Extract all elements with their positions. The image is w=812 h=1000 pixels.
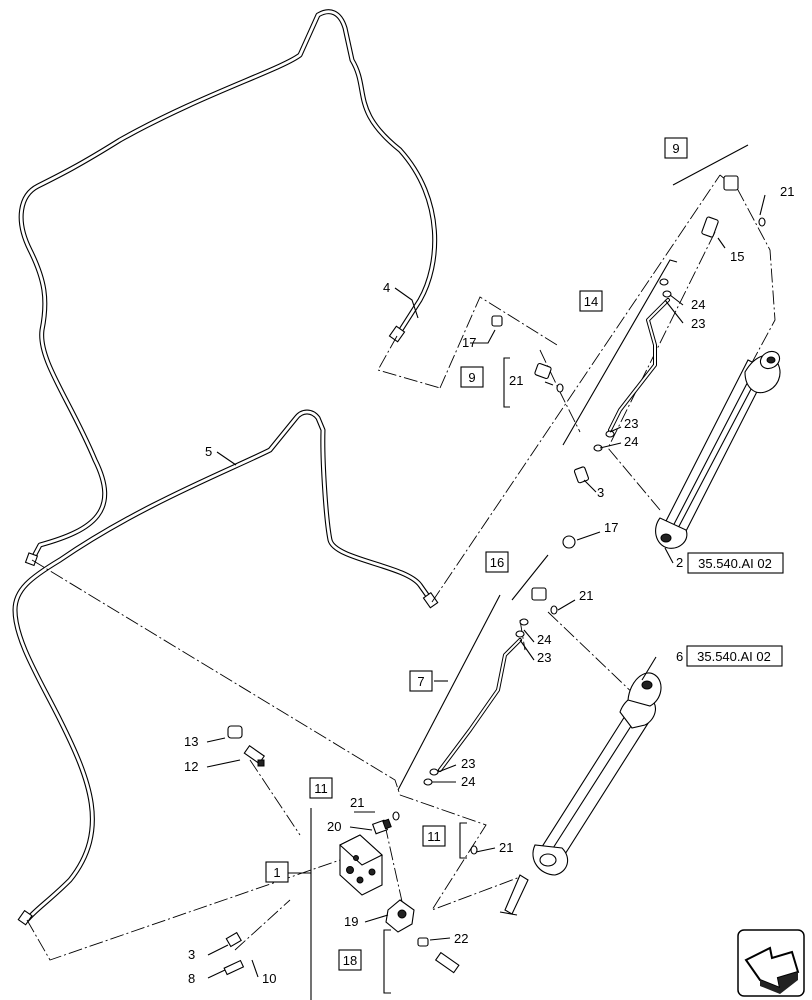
tube-7 [438,638,522,772]
hose-4 [18,9,438,567]
callout-4: 4 [383,280,390,295]
fitting-9-lower [534,362,552,380]
callout-7: 7 [417,674,424,689]
callout-21-d: 21 [350,795,364,810]
ref-cylinder-2: 35.540.AI 02 [698,556,772,571]
callout-24-c: 24 [537,632,551,647]
callout-9-lower: 9 [468,370,475,385]
callout-21-a: 21 [509,373,523,388]
callout-5: 5 [205,444,212,459]
tube-14 [608,298,670,432]
callout-23-b: 23 [624,416,638,431]
callout-10: 10 [262,971,276,986]
callout-22: 22 [454,931,468,946]
callout-labels: 4 5 17 9 21 9 21 15 14 24 23 23 24 3 2 3… [184,141,794,986]
fitting-15 [701,216,719,238]
callout-24-a: 24 [691,297,705,312]
callout-6: 6 [676,649,683,664]
callout-15: 15 [730,249,744,264]
ref-cylinder-6: 35.540.AI 02 [697,649,771,664]
fitting-3-lower [225,931,242,948]
fitting-17-upper [491,315,503,327]
fitting-19 [385,899,415,933]
callout-8: 8 [188,971,195,986]
callout-21-e: 21 [499,840,513,855]
callout-2: 2 [676,555,683,570]
next-page-arrow-icon[interactable] [737,929,805,997]
fitting-20 [371,818,392,835]
callout-24-d: 24 [461,774,475,789]
callout-11-left: 11 [314,781,328,796]
valve-block-1 [339,834,383,896]
fitting-3-upper [573,466,590,484]
callout-23-a: 23 [691,316,705,331]
callout-21-b: 21 [780,184,794,199]
callout-23-c: 23 [537,650,551,665]
hose-5 [12,409,439,926]
cylinder-2 [655,350,781,549]
fitting-13 [227,725,243,739]
callout-3-lower: 3 [188,947,195,962]
callout-9-upper: 9 [672,141,679,156]
callout-12: 12 [184,759,198,774]
leader-lines [206,194,766,979]
fitting-16 [531,587,547,601]
fitting-9-upper [723,175,739,191]
cylinder-6 [499,672,662,916]
callout-14: 14 [584,294,598,309]
callout-16: 16 [490,555,504,570]
callout-23-d: 23 [461,756,475,771]
callout-21-c: 21 [579,588,593,603]
group-brackets [310,144,749,1000]
callout-20: 20 [327,819,341,834]
callout-18: 18 [343,953,357,968]
fitting-22 [417,937,460,974]
fitting-8 [223,959,245,976]
callout-17-lower: 17 [604,520,618,535]
callout-11-right: 11 [427,829,441,844]
callout-1: 1 [273,865,280,880]
fitting-12 [243,744,266,767]
callout-3-upper: 3 [597,485,604,500]
callout-17-upper: 17 [462,335,476,350]
callout-24-b: 24 [624,434,638,449]
callout-19: 19 [344,914,358,929]
callout-13: 13 [184,734,198,749]
boxed-callouts [265,137,784,971]
fitting-17-lower [562,535,576,549]
